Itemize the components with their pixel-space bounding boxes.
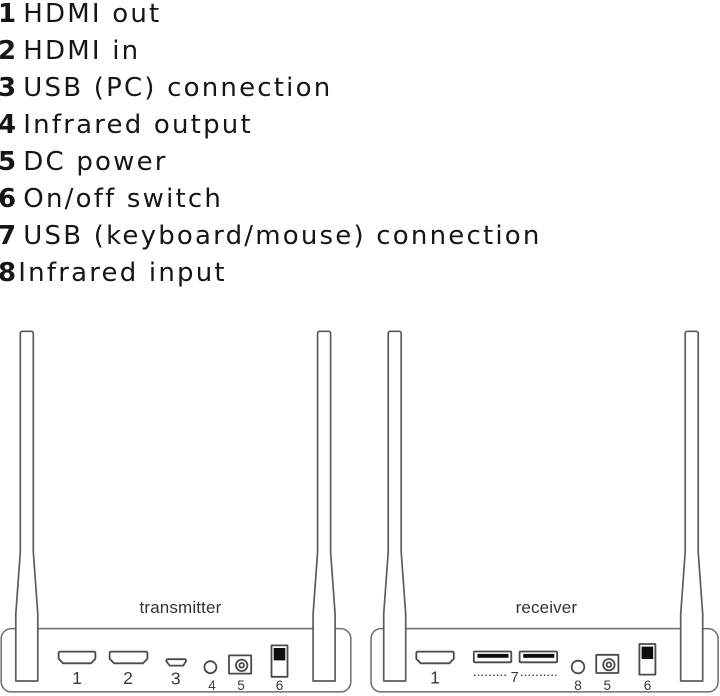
receiver-port-number-6: 6 <box>644 678 652 693</box>
receiver-port-number-8: 8 <box>574 678 582 693</box>
legend-number: 5 <box>0 146 19 177</box>
receiver-port-number-5: 5 <box>604 678 612 693</box>
transmitter-dc-port <box>228 654 253 675</box>
receiver-switch <box>638 643 657 676</box>
receiver-usb-port-b <box>518 650 558 664</box>
receiver-switch-knob <box>641 646 654 659</box>
receiver-dc-inner-ring <box>605 661 613 668</box>
legend-label: USB (keyboard/mouse) connection <box>23 220 542 251</box>
legend-number: 4 <box>0 109 19 140</box>
legend-label: USB (PC) connection <box>23 72 333 103</box>
transmitter-dc-inner-ring <box>238 662 245 669</box>
receiver-port-number-7: 7 <box>511 670 519 686</box>
receiver-dc-port <box>595 653 620 674</box>
receiver-label: receiver <box>516 598 578 617</box>
transmitter-antenna-right <box>312 330 336 682</box>
transmitter-dc-outer-ring <box>235 658 249 672</box>
receiver-port-number-1: 1 <box>430 668 440 688</box>
transmitter-port-number-3: 3 <box>171 669 181 689</box>
transmitter-port-number-2: 2 <box>123 668 133 688</box>
transmitter-hdmi-out-port <box>57 650 97 665</box>
receiver-hdmi-out-port <box>415 650 455 665</box>
legend-number: 2 <box>0 35 19 66</box>
transmitter-port-number-5: 5 <box>237 678 245 693</box>
transmitter-body <box>0 627 352 693</box>
legend-number: 1 <box>0 0 19 29</box>
legend-label: HDMI out <box>23 0 162 29</box>
legend-number: 8 <box>0 257 19 288</box>
legend-number: 3 <box>0 72 19 103</box>
receiver-ir-in-port <box>570 659 586 675</box>
transmitter-port-number-1: 1 <box>72 668 82 688</box>
transmitter-port-number-4: 4 <box>208 678 216 693</box>
legend-number: 7 <box>0 220 19 251</box>
transmitter-label: transmitter <box>140 598 222 617</box>
legend-label: On/off switch <box>23 183 224 214</box>
legend-label: HDMI in <box>23 35 141 66</box>
transmitter-hdmi-in-port <box>108 650 149 665</box>
receiver-antenna-right <box>679 330 704 682</box>
legend-number: 6 <box>0 183 19 214</box>
transmitter-port-number-6: 6 <box>276 678 284 693</box>
receiver-usb-port-b-tongue <box>523 653 555 658</box>
transmitter-ir-out-port <box>203 660 218 675</box>
transmitter-antenna-left <box>14 330 39 682</box>
legend-label: Infrared output <box>23 109 253 140</box>
receiver-usb-port-a-tongue <box>477 653 509 658</box>
receiver-device: receiver 1 7 8 5 6 <box>370 330 719 693</box>
receiver-antenna-left <box>382 330 407 682</box>
legend-item-infrared-input: 8Infrared input <box>0 255 542 292</box>
transmitter-device: transmitter 1 2 3 4 5 6 <box>0 330 352 693</box>
legend-label: DC power <box>23 146 168 177</box>
transmitter-switch-knob <box>273 648 286 661</box>
transmitter-usb-pc-port <box>165 658 187 667</box>
receiver-body <box>370 627 719 693</box>
legend-label: Infrared input <box>18 257 227 288</box>
transmitter-switch <box>270 644 289 678</box>
receiver-usb-port-a <box>472 650 513 664</box>
receiver-dc-outer-ring <box>602 658 616 672</box>
